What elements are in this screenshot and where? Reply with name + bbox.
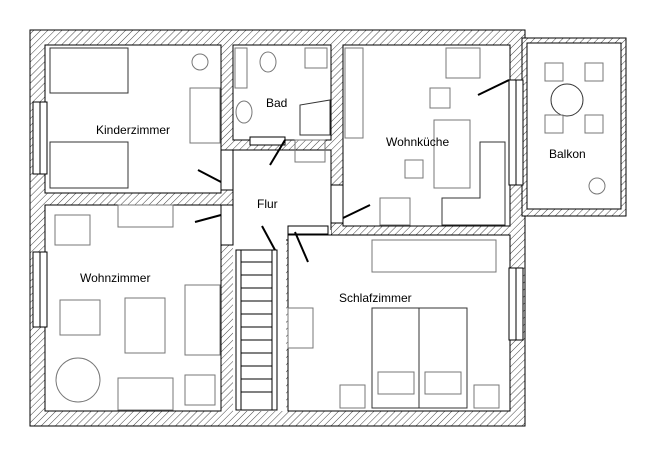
room-kinderzimmer (44, 44, 222, 194)
furniture-schlafzimmer (287, 239, 500, 409)
furniture-balkon (544, 62, 606, 195)
label-balkon: Balkon (549, 147, 586, 161)
label-kinderzimmer: Kinderzimmer (96, 123, 170, 137)
label-bad: Bad (266, 96, 287, 110)
furniture-wohnkueche (344, 47, 506, 226)
room-flur (232, 149, 332, 241)
windows (32, 79, 524, 341)
room-balkon (526, 42, 622, 210)
room-bad (232, 44, 332, 141)
room-wohnkueche (342, 44, 511, 227)
furniture-bad (234, 47, 331, 163)
room-wohnzimmer (44, 204, 222, 412)
label-schlafzimmer: Schlafzimmer (339, 291, 412, 305)
room-schlafzimmer (287, 234, 511, 412)
label-wohnzimmer: Wohnzimmer (80, 271, 150, 285)
label-flur: Flur (257, 197, 278, 211)
label-wohnkueche: Wohnküche (386, 135, 449, 149)
furniture-kinderzimmer (49, 47, 221, 189)
furniture-wohnzimmer (54, 204, 221, 411)
doors (194, 79, 510, 263)
stairs (235, 249, 278, 411)
